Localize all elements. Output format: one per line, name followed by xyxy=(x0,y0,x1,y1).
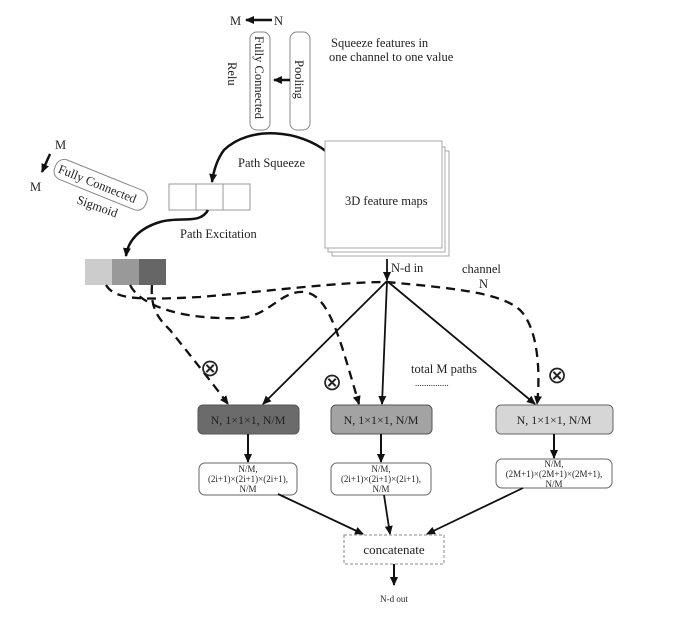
squeeze-note-line2: one channel to one value xyxy=(329,50,454,64)
out-line1: N/M, xyxy=(238,464,257,474)
weight-to-path1-dashed-arrow xyxy=(150,284,229,405)
out-box-path3 xyxy=(495,458,613,489)
weight-to-path2-dashed-arrow xyxy=(128,284,361,405)
path2-to-concat-arrow xyxy=(383,494,393,535)
concatenate-label: concatenate xyxy=(363,542,425,557)
path-1: N, 1×1×1, N/M N/M, (2i+1)×(2i+1)×(2i+1),… xyxy=(197,404,300,496)
multiply-icon: ⊗ xyxy=(200,356,220,382)
weight-vector xyxy=(85,259,166,285)
conv-label-path2: N, 1×1×1, N/M xyxy=(344,413,419,427)
out-line1: N/M, xyxy=(371,464,390,474)
path-2: N, 1×1×1, N/M N/M, (2i+1)×(2i+1)×(2i+1),… xyxy=(330,404,433,496)
multiply-icon: ⊗ xyxy=(547,363,567,389)
out-line1: N/M, xyxy=(544,459,563,469)
feature-to-path3-arrow xyxy=(386,280,536,405)
out-box-path1 xyxy=(198,462,298,496)
path-excitation-arrow xyxy=(123,209,210,257)
squeeze-cell xyxy=(168,183,197,211)
feature-to-path1-arrow xyxy=(262,280,388,405)
out-line2: (2M+1)×(2M+1)×(2M+1), xyxy=(506,469,603,479)
feature-maps-stack: 3D feature maps xyxy=(324,140,450,257)
squeeze-cell xyxy=(222,183,251,211)
feature-map-layer xyxy=(324,140,443,249)
out-box-path2 xyxy=(330,462,432,496)
out-line3: N/M xyxy=(372,484,389,494)
squeeze-note-line1: Squeeze features in xyxy=(331,36,429,50)
m-to-m-arrow xyxy=(40,153,52,173)
channel-n-label: N xyxy=(479,277,488,291)
path1-to-concat-arrow xyxy=(277,493,364,535)
fully-connected-label: Fully Connected xyxy=(252,36,266,120)
path-excitation-label: Path Excitation xyxy=(180,227,257,241)
out-line3: N/M xyxy=(545,479,562,489)
weight-to-path3-dashed-arrow xyxy=(105,280,542,405)
squeeze-vector xyxy=(168,183,251,211)
more-paths-dots: ............... xyxy=(415,378,449,388)
total-paths-label: total M paths xyxy=(411,362,477,376)
concatenate-box xyxy=(343,534,445,565)
fully-connected-box xyxy=(249,31,271,131)
pooling-label: Pooling xyxy=(292,60,306,100)
nd-out-label: N-d out xyxy=(380,594,408,604)
out-line2: (2i+1)×(2i+1)×(2i+1), xyxy=(208,474,288,484)
feature-maps-label: 3D feature maps xyxy=(345,194,428,208)
out-line3: N/M xyxy=(239,484,256,494)
squeeze-block: M N Fully Connected Pooling Relu Squeeze… xyxy=(225,14,454,131)
relu-label: Relu xyxy=(225,62,239,86)
multiply-icon: ⊗ xyxy=(322,370,342,396)
excitation-arrow-label-top: M xyxy=(55,138,66,152)
out-line2: (2i+1)×(2i+1)×(2i+1), xyxy=(341,474,421,484)
arrow-label-m: M xyxy=(230,14,241,28)
arrow-label-n: N xyxy=(274,14,283,28)
channel-label: channel xyxy=(462,262,501,276)
weight-cell-mid xyxy=(112,259,139,285)
feature-to-path2-arrow xyxy=(378,280,388,405)
fc-sigmoid-box xyxy=(53,158,148,211)
path-squeeze-arrow xyxy=(209,132,328,183)
path3-to-concat-arrow xyxy=(426,487,524,535)
conv-label-path1: N, 1×1×1, N/M xyxy=(211,413,286,427)
weight-cell-light xyxy=(85,259,112,285)
path-squeeze-label: Path Squeeze xyxy=(238,156,305,170)
excitation-arrow-label-bottom: M xyxy=(30,180,41,194)
nd-in-label: N-d in xyxy=(391,261,424,275)
conv-label-path3: N, 1×1×1, N/M xyxy=(517,413,592,427)
weight-cell-dark xyxy=(139,259,166,285)
path-3: N, 1×1×1, N/M N/M, (2M+1)×(2M+1)×(2M+1),… xyxy=(495,404,614,489)
excitation-fc-block: M M Fully Connected Sigmoid xyxy=(30,138,148,221)
squeeze-cell xyxy=(195,183,224,211)
